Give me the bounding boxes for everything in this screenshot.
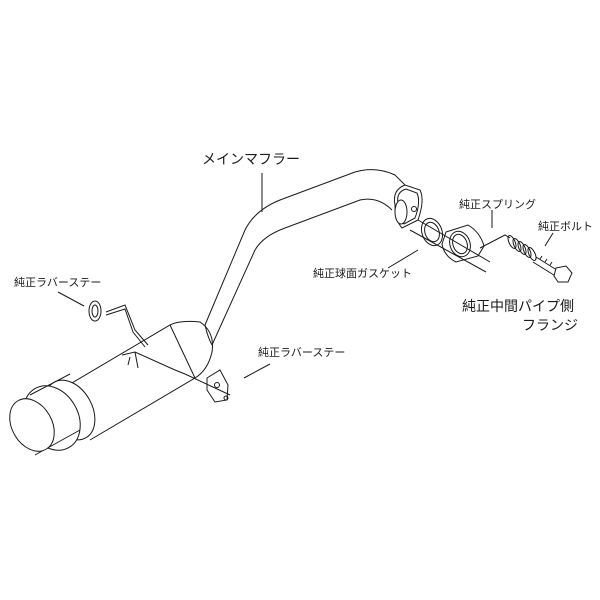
label-oem-bolt: 純正ボルト [538, 220, 593, 233]
label-oem-mid-pipe-flange-1: 純正中間パイプ側 [462, 299, 574, 315]
pipe-flange [394, 184, 423, 229]
muffler-body [9, 320, 213, 456]
label-oem-rubber-stay-center: 純正ラバーステー [258, 346, 346, 359]
spring [479, 234, 537, 261]
label-oem-spring: 純正スプリング [459, 198, 536, 211]
hanger-rods [105, 304, 231, 396]
rubber-stay-bracket [206, 369, 229, 403]
label-oem-mid-pipe-flange-2: フランジ [522, 318, 578, 334]
label-oem-rubber-stay-left: 純正ラバーステー [14, 276, 102, 289]
rubber-isolator-left [88, 300, 102, 322]
main-muffler-pipe [204, 169, 406, 346]
mid-pipe-flange [409, 219, 491, 273]
bolt [532, 255, 573, 283]
label-main-muffler: メインマフラー [202, 152, 300, 168]
leader-lines [57, 173, 554, 379]
label-oem-spherical-gasket: 純正球面ガスケット [313, 267, 412, 280]
